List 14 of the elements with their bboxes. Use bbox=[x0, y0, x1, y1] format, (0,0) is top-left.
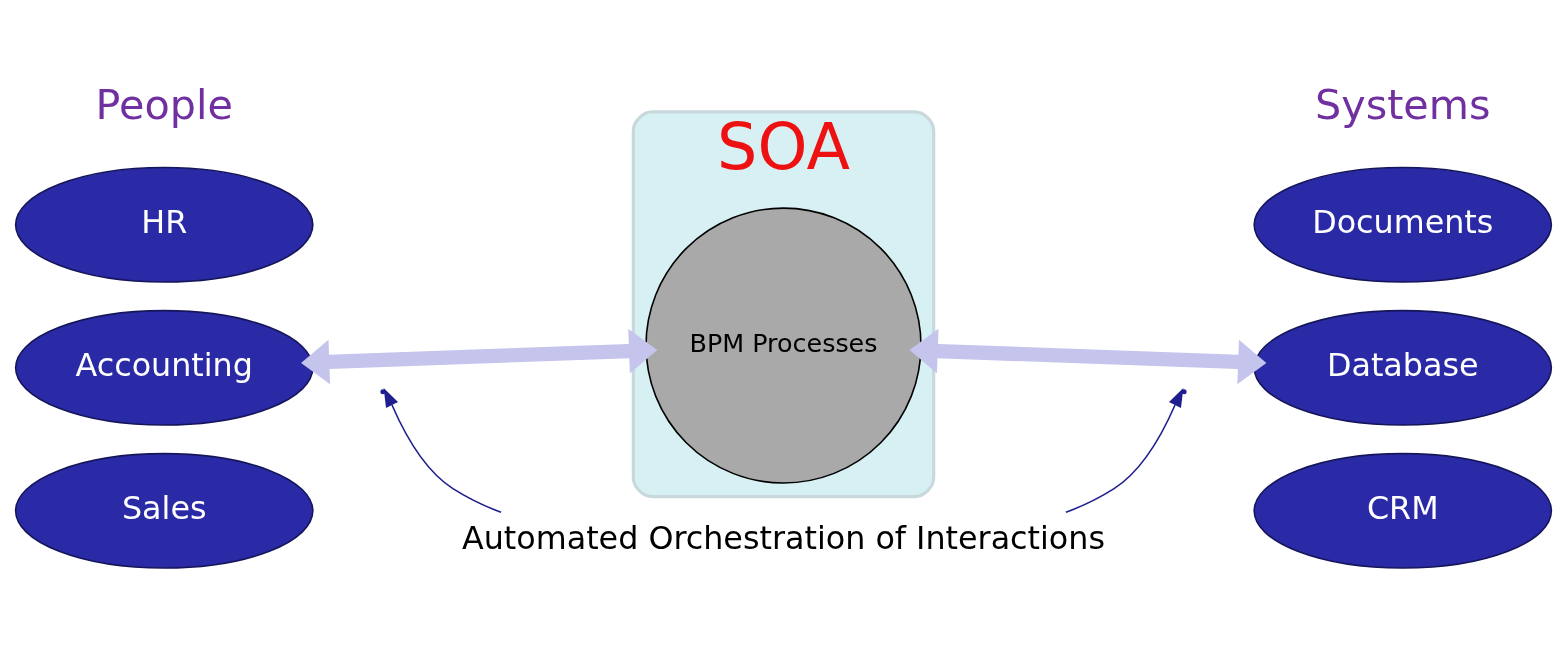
arrow bbox=[909, 328, 1267, 385]
node-circle: BPM Processes bbox=[645, 207, 922, 484]
arrow bbox=[301, 328, 658, 385]
node-ellipse: Sales bbox=[14, 452, 314, 569]
node-ellipse: Database bbox=[1253, 309, 1553, 426]
arrow bbox=[383, 387, 502, 514]
arrow bbox=[1065, 387, 1184, 514]
node-ellipse: HR bbox=[14, 166, 314, 283]
node-ellipse: CRM bbox=[1253, 452, 1553, 569]
label: Systems bbox=[1314, 80, 1491, 129]
node-ellipse: Documents bbox=[1253, 166, 1553, 283]
node-text: Automated Orchestration of Interactions bbox=[461, 519, 1106, 556]
label: People bbox=[95, 80, 233, 129]
node-ellipse: Accounting bbox=[14, 309, 314, 426]
